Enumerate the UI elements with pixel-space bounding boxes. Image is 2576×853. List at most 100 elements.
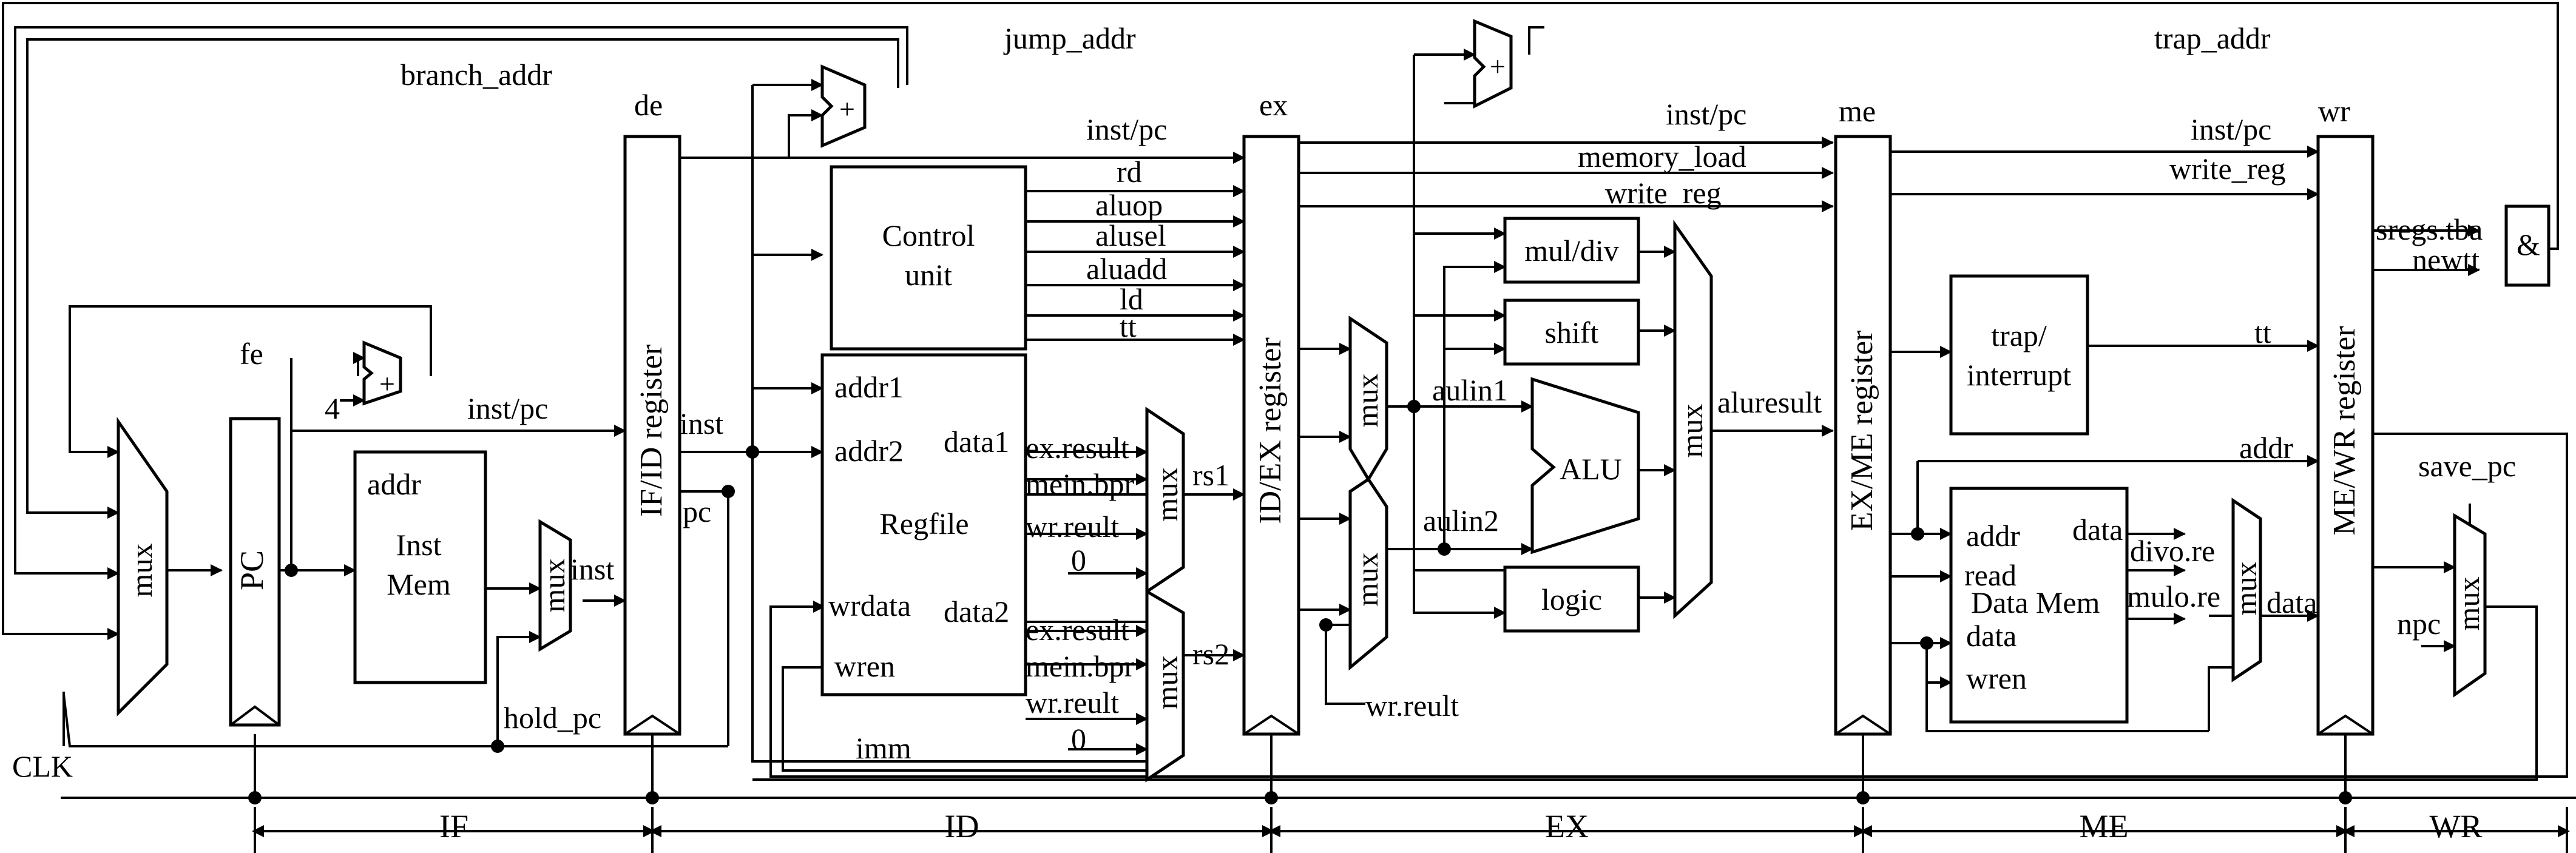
svg-text:pc: pc xyxy=(683,494,711,528)
svg-text:jump_addr: jump_addr xyxy=(1003,21,1136,55)
svg-text:unit: unit xyxy=(905,258,952,292)
svg-text:mein.bpr: mein.bpr xyxy=(1026,467,1134,501)
svg-text:imm: imm xyxy=(856,731,911,765)
svg-text:de: de xyxy=(634,88,663,122)
svg-text:Control: Control xyxy=(882,218,975,252)
ex-mux-a: mux xyxy=(1348,315,1388,482)
svg-text:addr1: addr1 xyxy=(834,370,904,404)
svg-text:trap/: trap/ xyxy=(1991,319,2047,352)
and-gate: & xyxy=(2504,204,2551,287)
svg-text:+: + xyxy=(839,93,855,124)
svg-text:mux: mux xyxy=(1350,374,1384,428)
svg-text:rs2: rs2 xyxy=(1192,637,1229,671)
ex-adder: + xyxy=(1473,19,1513,109)
pc-register: PC xyxy=(229,417,281,727)
svg-text:data: data xyxy=(1966,619,2017,653)
svg-text:aluop: aluop xyxy=(1095,188,1163,222)
svg-text:sregs.tba: sregs.tba xyxy=(2376,212,2483,246)
shift-unit: shift xyxy=(1503,298,1640,366)
svg-text:read: read xyxy=(1964,558,2017,592)
svg-text:wrdata: wrdata xyxy=(828,588,911,622)
svg-text:logic: logic xyxy=(1541,582,1602,616)
wires xyxy=(2,2,2576,799)
svg-text:interrupt: interrupt xyxy=(1967,358,2071,392)
svg-text:Mem: Mem xyxy=(387,567,451,601)
svg-text:npc: npc xyxy=(2397,607,2441,641)
svg-text:+: + xyxy=(1490,51,1506,82)
data-mem: addr data read Data Mem data wren xyxy=(1949,487,2129,724)
svg-text:addr: addr xyxy=(367,467,421,501)
svg-text:4: 4 xyxy=(325,391,340,425)
trap-interrupt-unit: trap/ interrupt xyxy=(1949,274,2089,436)
svg-text:mux: mux xyxy=(1675,404,1709,458)
svg-text:inst/pc: inst/pc xyxy=(1666,97,1746,131)
svg-text:wren: wren xyxy=(1966,661,2027,695)
svg-text:hold_pc: hold_pc xyxy=(504,701,601,735)
svg-text:ALU: ALU xyxy=(1560,452,1622,486)
id-ex-register: ID/EX register xyxy=(1242,135,1300,736)
svg-text:mein.bpr: mein.bpr xyxy=(1026,649,1134,683)
stage-bar: IF ID EX ME WR xyxy=(252,807,2570,853)
svg-text:mux: mux xyxy=(2452,577,2486,631)
svg-text:data2: data2 xyxy=(944,595,1009,629)
svg-text:Regfile: Regfile xyxy=(879,507,969,541)
svg-text:trap_addr: trap_addr xyxy=(2154,21,2271,55)
branch-adder: + xyxy=(820,64,867,148)
rs1-mux: mux xyxy=(1145,406,1185,595)
me-mux: mux xyxy=(2229,497,2263,683)
svg-text:aulin1: aulin1 xyxy=(1432,373,1508,407)
svg-text:rd: rd xyxy=(1117,155,1142,189)
svg-text:shift: shift xyxy=(1545,315,1599,349)
control-unit: Control unit xyxy=(830,165,1027,351)
svg-text:inst: inst xyxy=(680,406,723,440)
svg-text:rs1: rs1 xyxy=(1192,458,1229,492)
junctions xyxy=(248,400,2352,804)
inst-mem: addr Inst Mem xyxy=(353,450,487,684)
svg-text:write_reg: write_reg xyxy=(2169,152,2286,186)
inst-mux: mux xyxy=(537,519,572,652)
svg-text:branch_addr: branch_addr xyxy=(401,58,552,92)
svg-text:aluadd: aluadd xyxy=(1086,252,1167,286)
svg-text:wr.reult: wr.reult xyxy=(1026,510,1119,544)
svg-text:wr.reult: wr.reult xyxy=(1365,689,1459,723)
svg-text:addr: addr xyxy=(1966,519,2020,553)
svg-text:wr.reult: wr.reult xyxy=(1026,686,1119,720)
trap-addr-wire xyxy=(2,2,2559,640)
svg-text:ex: ex xyxy=(1259,88,1288,122)
svg-text:addr: addr xyxy=(2239,431,2293,465)
ex-mux-b: mux xyxy=(1348,477,1388,671)
svg-text:Inst: Inst xyxy=(396,528,442,562)
svg-text:alusel: alusel xyxy=(1095,218,1166,252)
svg-text:IF/ID register: IF/ID register xyxy=(634,345,669,517)
svg-text:memory_load: memory_load xyxy=(1578,140,1746,174)
svg-text:mul/div: mul/div xyxy=(1524,234,1619,268)
svg-text:CLK: CLK xyxy=(12,749,73,783)
ex-me-register: EX/ME register xyxy=(1834,135,1892,736)
svg-text:save_pc: save_pc xyxy=(2418,449,2516,483)
fe-adder-loop xyxy=(69,305,432,458)
svg-text:mux: mux xyxy=(1150,656,1184,710)
svg-text:mux: mux xyxy=(124,544,158,598)
svg-text:ME/WR register: ME/WR register xyxy=(2327,326,2362,535)
svg-text:tt: tt xyxy=(1120,309,1137,343)
svg-text:data1: data1 xyxy=(944,425,1009,459)
branch-addr-wire xyxy=(26,38,899,519)
stage-label-if: IF xyxy=(439,808,468,845)
svg-text:inst/pc: inst/pc xyxy=(1086,112,1167,146)
svg-text:ex.result: ex.result xyxy=(1026,431,1129,465)
svg-text:wren: wren xyxy=(834,649,895,683)
svg-text:mux: mux xyxy=(537,559,571,613)
svg-text:data: data xyxy=(2072,513,2123,547)
svg-text:aluresult: aluresult xyxy=(1717,385,1822,419)
svg-text:me: me xyxy=(1839,94,1876,128)
svg-text:0: 0 xyxy=(1071,722,1086,756)
alu-unit: ALU xyxy=(1530,377,1640,555)
svg-text:Data Mem: Data Mem xyxy=(1971,585,2100,619)
svg-text:0: 0 xyxy=(1071,543,1086,577)
svg-text:aulin2: aulin2 xyxy=(1423,504,1499,538)
svg-text:write_reg: write_reg xyxy=(1605,176,1722,210)
wr-mux: mux xyxy=(2452,513,2487,698)
stage-label-ex: EX xyxy=(1545,808,1589,845)
stage-label-id: ID xyxy=(945,808,979,845)
